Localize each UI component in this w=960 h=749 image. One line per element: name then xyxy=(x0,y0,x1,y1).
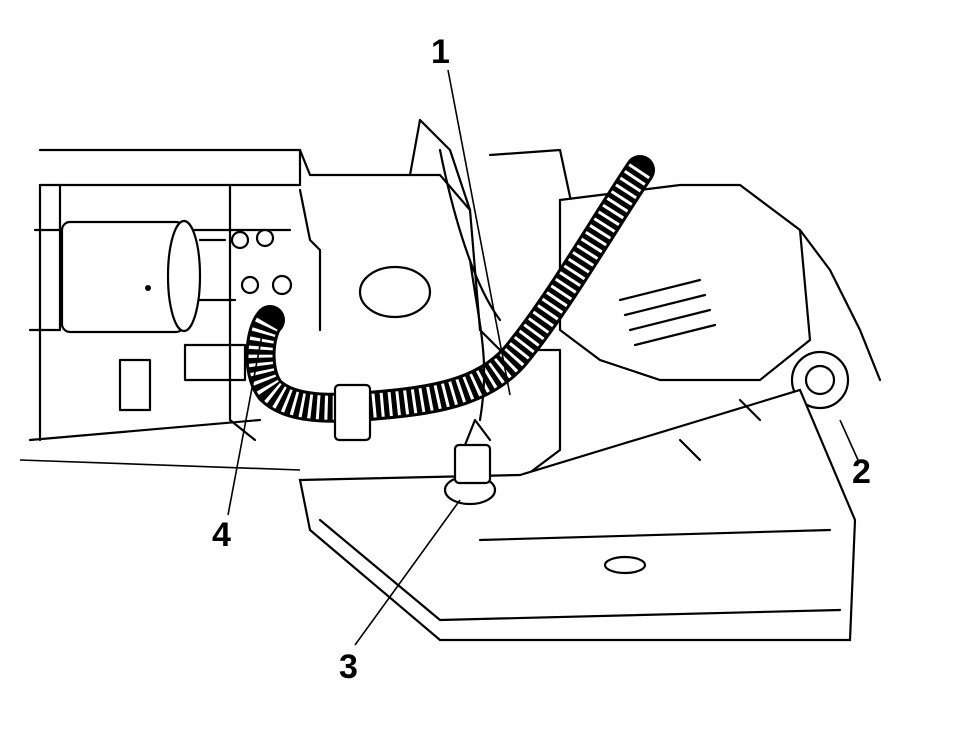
callout-2: 2 xyxy=(852,453,871,491)
callout-4: 4 xyxy=(212,516,231,554)
wiring-harness xyxy=(245,148,655,442)
leader-line-4 xyxy=(227,334,263,516)
callout-1: 1 xyxy=(431,33,450,71)
leader-line-2 xyxy=(839,419,859,461)
starter-motor xyxy=(60,219,293,334)
callout-3: 3 xyxy=(339,648,358,686)
leader-line-3 xyxy=(354,499,461,646)
sensor-connector-3 xyxy=(443,418,497,506)
transmission-housing xyxy=(358,118,577,482)
oil-pan xyxy=(298,388,857,642)
alternator xyxy=(558,183,882,410)
leader-lines xyxy=(227,69,859,646)
leader-line-1 xyxy=(447,69,511,396)
